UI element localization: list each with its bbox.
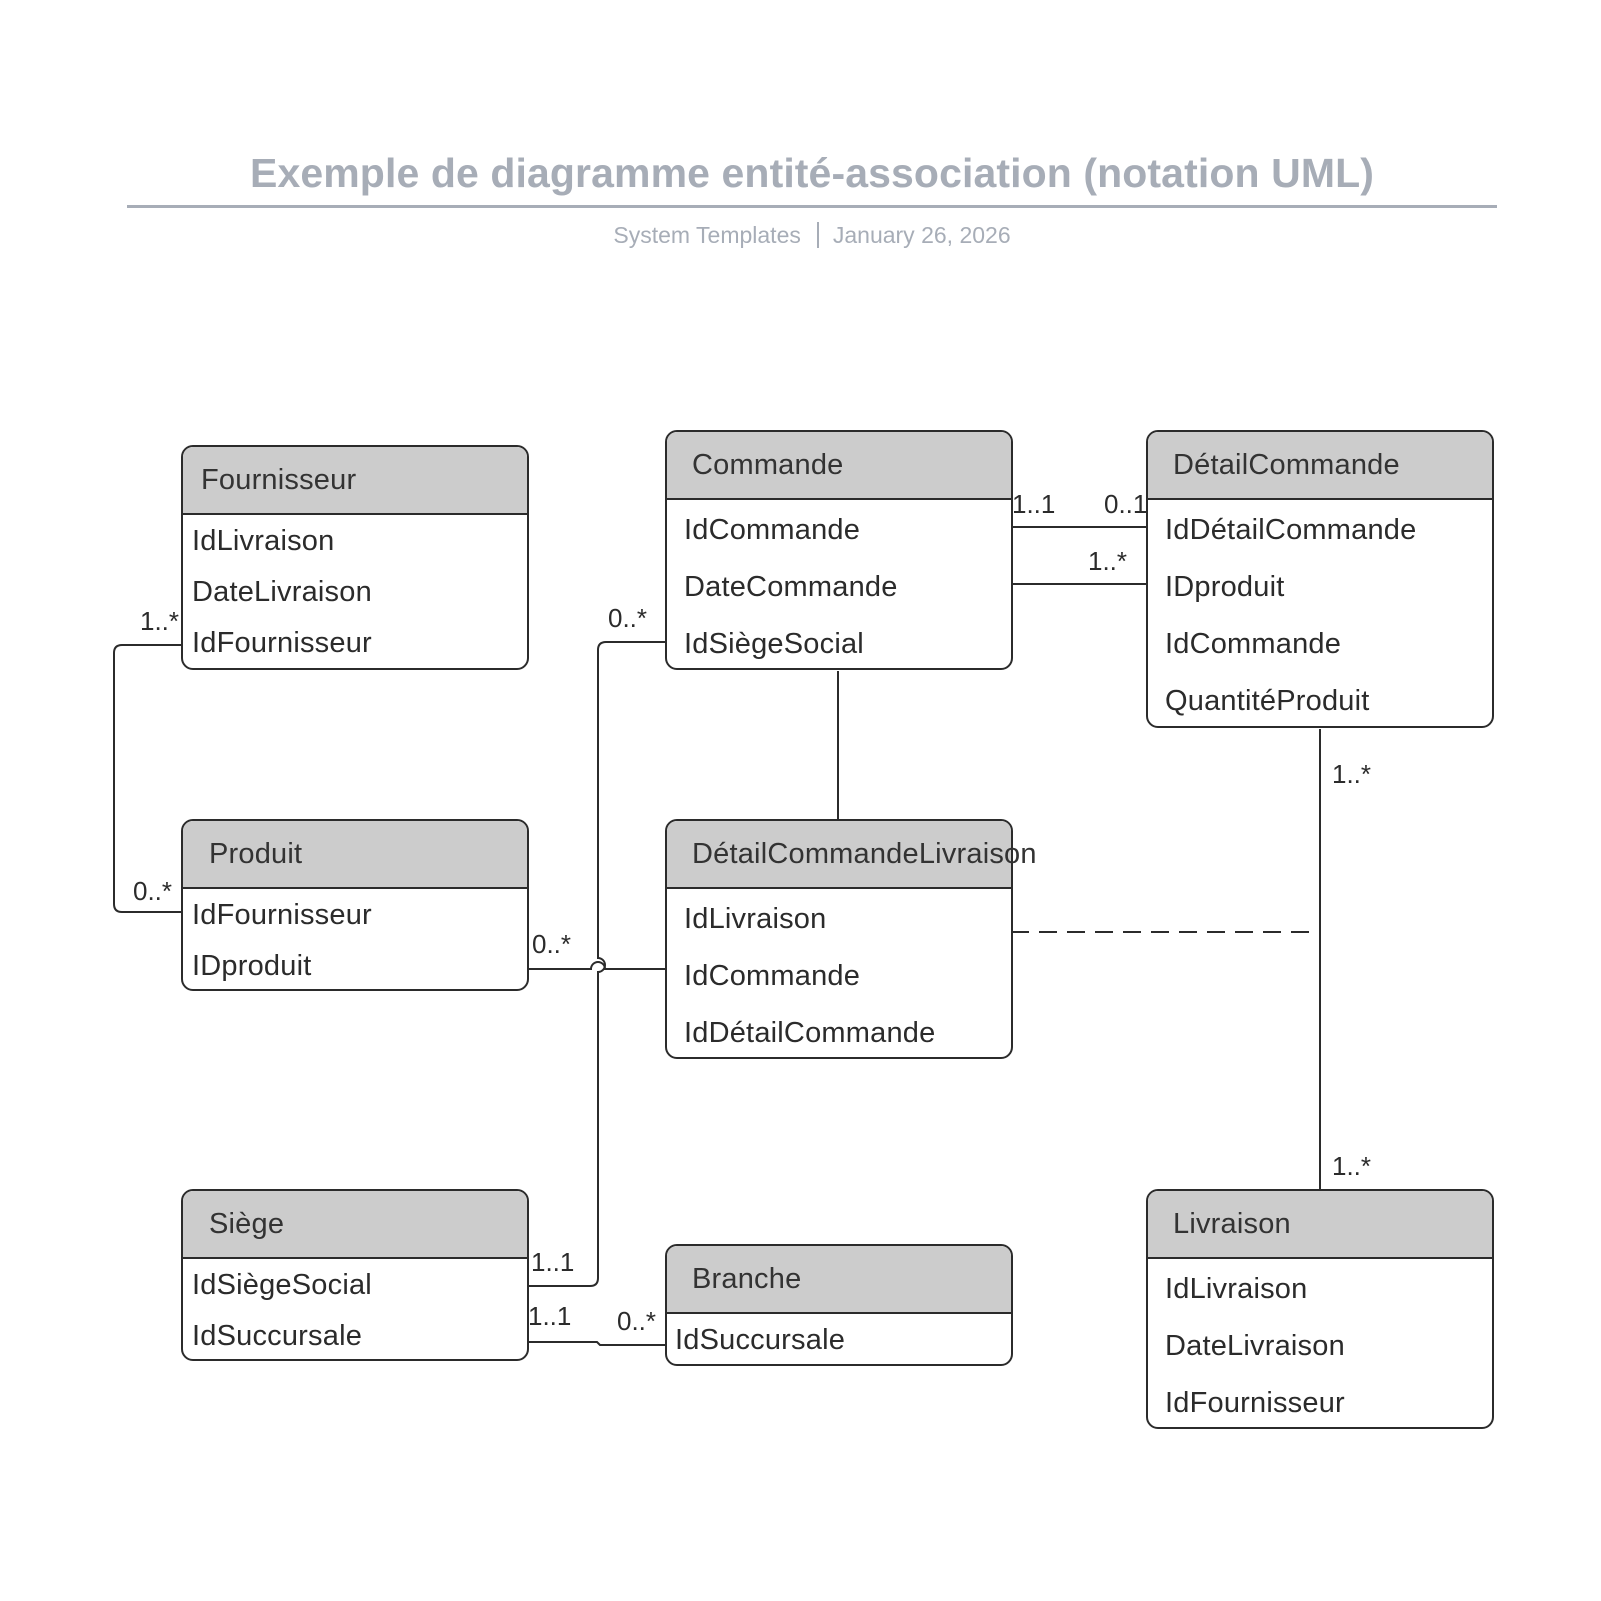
entity-header: Commande bbox=[667, 432, 1011, 500]
entity-attribute: IdSuccursale bbox=[192, 1320, 363, 1352]
entity-header: Siège bbox=[183, 1191, 527, 1259]
multiplicity-detail-commande-single: 0..1 bbox=[1104, 489, 1147, 519]
entity-name: Livraison bbox=[1173, 1208, 1291, 1240]
multiplicity-branche-siege: 0..* bbox=[617, 1306, 656, 1336]
entity-commande[interactable]: Commande IdCommande DateCommande IdSiège… bbox=[665, 430, 1013, 670]
entity-header: Produit bbox=[183, 821, 527, 889]
entity-attribute: IdSiègeSocial bbox=[192, 1269, 372, 1301]
entity-attribute: IdCommande bbox=[1165, 628, 1342, 660]
author-label: System Templates bbox=[613, 222, 801, 248]
entity-attribute: IdDétailCommande bbox=[684, 1017, 936, 1049]
entity-attribute: IdFournisseur bbox=[192, 899, 372, 931]
entity-header: Fournisseur bbox=[183, 447, 527, 515]
entity-name: Fournisseur bbox=[201, 464, 357, 496]
entity-name: Commande bbox=[692, 449, 844, 481]
entity-fournisseur[interactable]: Fournisseur IdLivraison DateLivraison Id… bbox=[181, 445, 529, 670]
connector-commande-siege bbox=[527, 641, 667, 1287]
connector-produit-detail-livraison bbox=[527, 961, 667, 970]
multiplicity-produit-fournisseur: 0..* bbox=[133, 876, 172, 906]
entity-name: Branche bbox=[692, 1263, 802, 1295]
entity-name: Produit bbox=[209, 838, 303, 870]
entity-attribute: DateLivraison bbox=[1165, 1330, 1345, 1362]
multiplicity-produit-detail: 0..* bbox=[532, 929, 571, 959]
entity-header: DétailCommande bbox=[1148, 432, 1492, 500]
entity-siege[interactable]: Siège IdSiègeSocial IdSuccursale bbox=[181, 1189, 529, 1361]
entity-detail-commande-livraison[interactable]: DétailCommandeLivraison IdLivraison IdCo… bbox=[665, 819, 1037, 1059]
diagram-header: Exemple de diagramme entité-association … bbox=[0, 0, 1601, 270]
connector-siege-branche bbox=[527, 1341, 667, 1346]
multiplicity-detail-commande-many: 1..* bbox=[1088, 546, 1127, 576]
entity-branche[interactable]: Branche IdSuccursale bbox=[665, 1244, 1013, 1366]
multiplicity-fournisseur: 1..* bbox=[140, 606, 179, 636]
multiplicity-detail-livraison: 1..* bbox=[1332, 759, 1371, 789]
subtitle-separator bbox=[816, 222, 819, 248]
entity-livraison[interactable]: Livraison IdLivraison DateLivraison IdFo… bbox=[1146, 1189, 1494, 1429]
entity-name: DétailCommande bbox=[1173, 449, 1400, 481]
entity-name: Siège bbox=[209, 1208, 285, 1240]
page-subtitle: System Templates January 26, 2026 bbox=[127, 222, 1497, 249]
entity-attribute: IdSiègeSocial bbox=[684, 628, 864, 660]
entity-attribute: IdLivraison bbox=[684, 903, 827, 935]
entity-attribute: IDproduit bbox=[1165, 571, 1285, 603]
entity-attribute: IDproduit bbox=[192, 950, 312, 982]
entity-attribute: IdFournisseur bbox=[1165, 1387, 1345, 1419]
entity-attribute: IdCommande bbox=[684, 514, 861, 546]
entity-detail-commande[interactable]: DétailCommande IdDétailCommande IDprodui… bbox=[1146, 430, 1494, 728]
entity-header: Livraison bbox=[1148, 1191, 1492, 1259]
multiplicity-siege-commande: 1..1 bbox=[531, 1247, 574, 1277]
entity-attribute: QuantitéProduit bbox=[1165, 685, 1370, 717]
entity-attribute: IdDétailCommande bbox=[1165, 514, 1417, 546]
date-label: January 26, 2026 bbox=[832, 222, 1011, 248]
entity-attribute: IdLivraison bbox=[192, 525, 335, 557]
entity-attribute: IdFournisseur bbox=[192, 627, 372, 659]
entity-produit[interactable]: Produit IdFournisseur IDproduit bbox=[181, 819, 529, 991]
entity-attribute: IdSuccursale bbox=[675, 1324, 846, 1356]
multiplicity-commande-siege: 0..* bbox=[608, 603, 647, 633]
entity-attribute: IdCommande bbox=[684, 960, 861, 992]
entity-attribute: DateCommande bbox=[684, 571, 898, 603]
multiplicity-siege-branche: 1..1 bbox=[528, 1301, 571, 1331]
entity-header: Branche bbox=[667, 1246, 1011, 1314]
connector-fournisseur-produit bbox=[113, 644, 183, 913]
page-title: Exemple de diagramme entité-association … bbox=[250, 150, 1374, 196]
entity-attribute: IdLivraison bbox=[1165, 1273, 1308, 1305]
multiplicity-livraison-detail: 1..* bbox=[1332, 1151, 1371, 1181]
entity-header: DétailCommandeLivraison bbox=[667, 821, 1037, 889]
multiplicity-commande-detail: 1..1 bbox=[1012, 489, 1055, 519]
title-divider bbox=[127, 205, 1497, 208]
entity-name: DétailCommandeLivraison bbox=[692, 838, 1037, 870]
entity-attribute: DateLivraison bbox=[192, 576, 372, 608]
